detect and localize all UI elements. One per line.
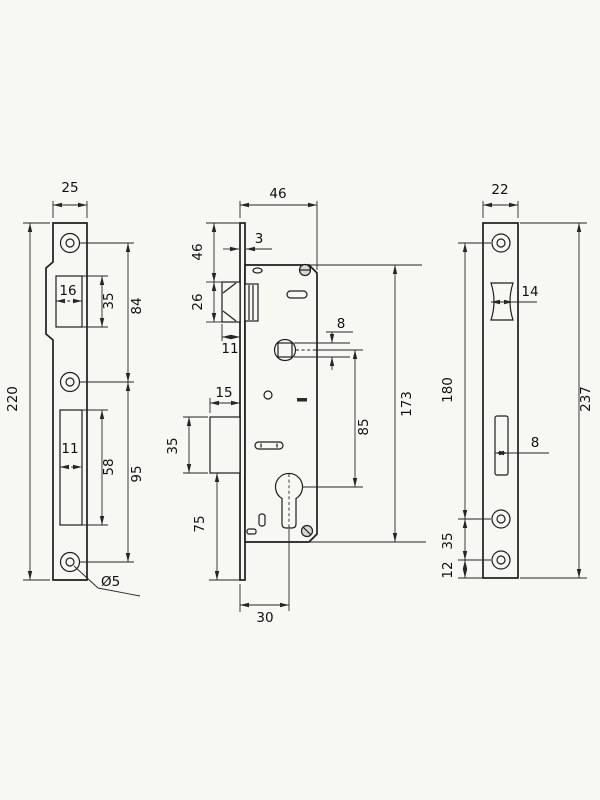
strike-plate-hole-middle-inner [65,377,75,387]
lock-body-view: 46 3 46 26 11 15 35 75 30 [165,186,426,626]
dim-22-label: 22 [491,182,508,198]
dim-95-label: 95 [129,465,145,482]
spindle-follower-circle [273,338,297,362]
dim-58-label: 58 [101,458,117,475]
dim-26-label: 26 [190,293,206,310]
body-small-screw [263,390,273,400]
dim-14-label: 14 [521,284,538,300]
faceplate-hole-mid [491,509,511,529]
latch-bolt-bevel-bottom [222,310,237,322]
dim-11l-label: 11 [61,441,78,457]
body-horizontal-slot [246,528,257,535]
latch-bolt-bevel-top [222,282,237,294]
spindle-square-hole [277,342,293,358]
body-capsule-slot-upper [286,290,308,299]
strike-plate-view: 25 220 16 35 84 11 58 95 Ø5 [5,180,145,597]
dim-180-label: 180 [440,377,456,403]
deadbolt [209,416,241,474]
dim-30-label: 30 [256,610,273,626]
dim-84-label: 84 [129,297,145,314]
faceplate-hole-mid-inner [496,514,506,524]
dim-11-label: 11 [221,341,238,357]
dim-46l-label: 46 [190,243,206,260]
dim-8sq-label: 8 [337,316,346,332]
dim-220-label: 220 [5,386,21,412]
body-capsule-slot-lower [254,441,284,450]
dim-75-label: 75 [192,515,208,532]
strike-plate-hole-bottom-inner [65,557,75,567]
faceplate-latch-cutout [490,282,514,321]
latch-bolt-tail [244,283,259,322]
strike-plate-hole-middle [59,371,81,393]
body-small-bar [297,398,307,402]
dim-25-label: 25 [61,180,78,196]
body-oval-slot-topleft [252,267,263,274]
dia5-label: Ø5 [101,574,120,590]
dim-3-label: 3 [255,231,264,247]
dim-15-label: 15 [215,385,232,401]
dim-173-label: 173 [399,391,415,417]
dim-237-label: 237 [578,386,594,412]
faceplate-view: 22 14 8 180 35 12 237 [440,182,594,579]
faceplate-hole-top-inner [496,238,506,248]
dia5-leader-underline [97,587,141,597]
dim-35m-label: 35 [165,437,181,454]
dim-35l-label: 35 [101,292,117,309]
dim-85-label: 85 [356,418,372,435]
faceplate-bolt-slot [494,415,509,476]
latch-bolt [221,281,241,323]
strike-plate-hole-top-inner [65,238,75,248]
dia5-leader [73,565,99,589]
faceplate-hole-bottom-inner [496,555,506,565]
dim-12-label: 12 [440,561,456,578]
faceplate-hole-top [491,233,511,253]
dim-35r-label: 35 [440,532,456,549]
dim-46t-label: 46 [269,186,286,202]
body-vertical-slot [258,513,266,527]
dim-16-label: 16 [59,283,76,299]
faceplate-hole-bottom [491,550,511,570]
euro-cylinder-hole [274,472,304,529]
dim-8s-label: 8 [531,435,540,451]
strike-plate-hole-top [59,232,81,254]
body-screw-bottomright-slot [303,527,311,535]
